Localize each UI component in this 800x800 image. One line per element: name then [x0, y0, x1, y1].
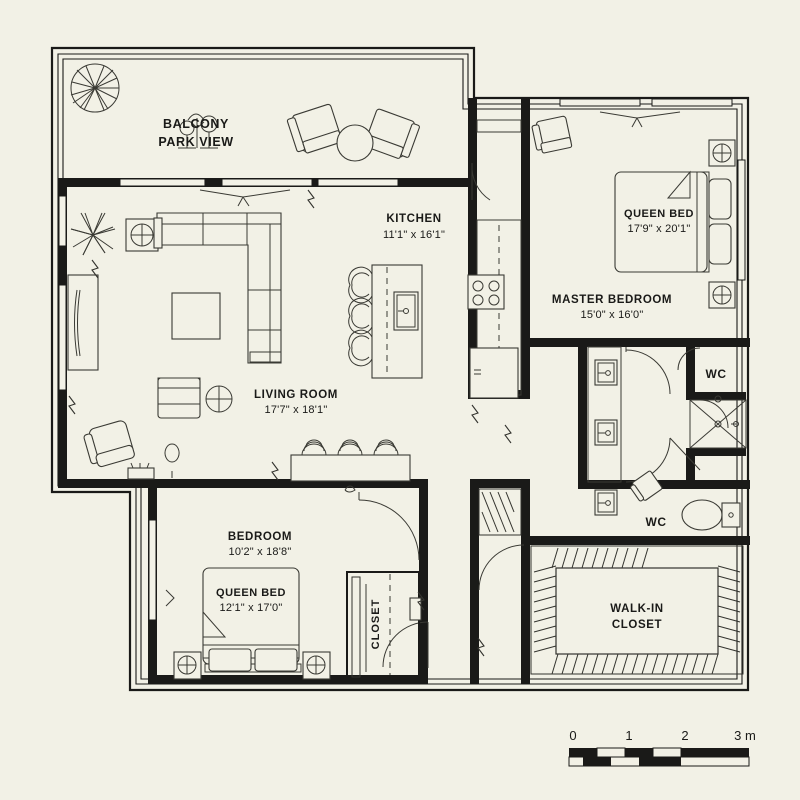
- counter-stools: [301, 439, 399, 456]
- room-label-bedroom: BEDROOM: [228, 531, 292, 543]
- electrical-symbols-bedroom: [417, 591, 425, 611]
- trees-icon: [178, 113, 218, 149]
- balcony-area: BALCONY PARK VIEW: [70, 63, 420, 162]
- room-dim-bedroom: 10'2" x 18'8": [229, 546, 292, 558]
- floor-lamp: [164, 443, 180, 478]
- tree-icon: [70, 63, 120, 113]
- balcony-table: [336, 124, 374, 162]
- bath-corner-chair: [630, 470, 663, 502]
- hall-closets: [382, 488, 525, 668]
- walk-in-closet-area: WALK-IN CLOSET: [530, 545, 744, 675]
- plant-icon-living: [70, 212, 116, 256]
- island-stools: [348, 266, 373, 367]
- coffee-table: [171, 292, 221, 340]
- side-table-living: [125, 218, 159, 252]
- furniture-dim-bedroom-bed: 12'1" x 17'0": [220, 602, 283, 614]
- room-label-kitchen: KITCHEN: [386, 213, 441, 225]
- furniture-label-bedroom-bed: QUEEN BED: [216, 587, 286, 599]
- refrigerator: [469, 347, 519, 399]
- sink-3: [594, 489, 618, 516]
- media-console: [67, 274, 99, 371]
- balcony-armchair-left: [286, 103, 343, 154]
- bedroom-nightstand-left: [173, 651, 202, 680]
- master-bed: [614, 170, 732, 273]
- room-label-walk-in-closet: WALK-IN: [610, 603, 663, 615]
- bedroom-closet: CLOSET: [346, 571, 422, 678]
- nightstand-bottom: [708, 281, 736, 309]
- closet-hanging-rods: [533, 547, 741, 675]
- bedroom-nightstand-right: [302, 651, 331, 680]
- kitchen-counter-run: [467, 119, 522, 399]
- bedroom-bed: [202, 567, 302, 673]
- nightstand-top: [708, 139, 736, 167]
- furniture-dim-master-bed: 17'9" x 20'1": [628, 223, 691, 235]
- ceiling-fan-living: [199, 189, 291, 207]
- kitchen-sink: [393, 291, 419, 331]
- balcony-armchair-right: [363, 108, 420, 159]
- scale-bar: 0 1 2 3 m: [568, 728, 756, 767]
- electrical-symbols-kitchen: [471, 404, 512, 444]
- room-label-balcony: BALCONY: [163, 117, 229, 131]
- sink-1: [594, 359, 618, 386]
- room-dim-kitchen: 11'1" x 16'1": [383, 229, 445, 241]
- console-table-living: [127, 462, 155, 480]
- pillow: [254, 648, 298, 672]
- living-room-area: LIVING ROOM 17'7" x 18'1": [67, 189, 411, 493]
- master-accent-chair: [531, 115, 573, 154]
- kitchen-island: [348, 264, 423, 379]
- room-label-wc-upper: WC: [706, 367, 727, 381]
- breakfast-counter: [290, 439, 411, 493]
- armchair-living: [83, 420, 135, 468]
- accent-chair-living: [157, 377, 201, 419]
- room-label-master-bedroom: MASTER BEDROOM: [552, 294, 672, 306]
- scale-tick-2: 2: [681, 728, 688, 743]
- master-bedroom-area: QUEEN BED 17'9" x 20'1" MASTER BEDROOM 1…: [531, 111, 736, 321]
- room-dim-master-bedroom: 15'0" x 16'0": [581, 309, 644, 321]
- electrical-symbols-hall: [477, 637, 485, 657]
- room-label-closet: CLOSET: [370, 599, 382, 650]
- cooktop: [467, 274, 505, 310]
- scale-bar-row-bottom: [568, 756, 750, 767]
- toilet: [681, 499, 741, 531]
- pillow: [708, 178, 732, 220]
- room-label-balcony-sub: PARK VIEW: [158, 135, 233, 149]
- room-dim-living-room: 17'7" x 18'1": [265, 404, 328, 416]
- scale-bar-row-top: [569, 747, 749, 758]
- furniture-label-master-bed: QUEEN BED: [624, 208, 694, 220]
- sectional-sofa: [153, 212, 282, 364]
- bedroom-area: BEDROOM 10'2" x 18'8" QUEEN BED 12'1" x …: [165, 492, 425, 680]
- electrical-symbols-living: [68, 189, 315, 481]
- kitchen-area: KITCHEN 11'1" x 16'1": [348, 119, 522, 444]
- room-label-walk-in-closet-sub: CLOSET: [612, 619, 662, 631]
- sink-2: [594, 419, 618, 446]
- bathroom-suite: WC WC: [587, 346, 747, 531]
- pillow: [708, 223, 732, 265]
- room-label-wc-lower: WC: [646, 515, 667, 529]
- vanity-sinks: [587, 346, 622, 516]
- scale-tick-1: 1: [625, 728, 632, 743]
- room-label-living-room: LIVING ROOM: [254, 389, 338, 401]
- scale-tick-3: 3 m: [734, 728, 756, 743]
- shower: [689, 395, 747, 449]
- pillow: [208, 648, 252, 672]
- hall-closet-hatching: [481, 491, 515, 533]
- scale-tick-0: 0: [569, 728, 576, 743]
- round-side-table-living: [205, 385, 233, 413]
- windows: [58, 98, 746, 621]
